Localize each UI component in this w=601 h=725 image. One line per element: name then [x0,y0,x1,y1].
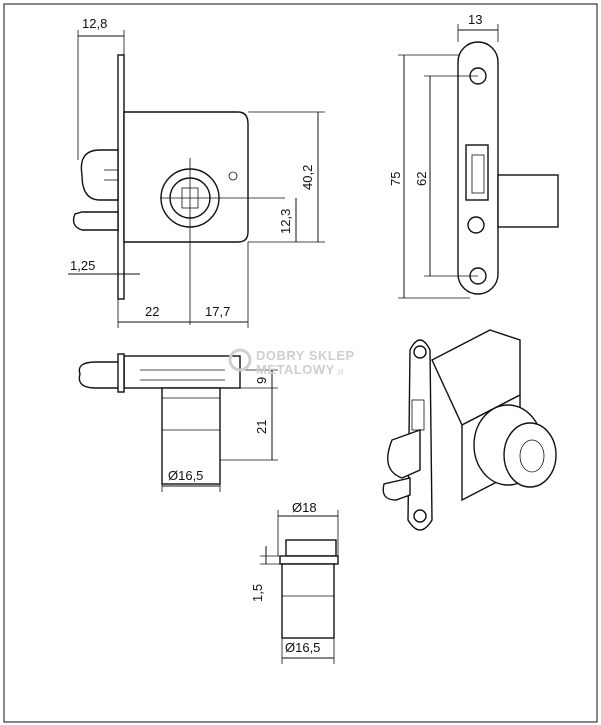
dim-plate-length: 75 [388,172,403,186]
dim-plate-width: 13 [468,12,482,27]
latch [465,144,489,201]
bolt [80,149,119,201]
dim-front-diameter: Ø18 [292,500,317,515]
dim-side-small: 9 [254,377,269,384]
watermark: DOBRY SKLEP METALOWY .pl [228,348,355,377]
dim-body-height: 40,2 [300,165,315,190]
side-cylinder [497,174,559,228]
detail-cylinder [281,563,335,639]
dim-cylinder-length: 21 [254,420,269,434]
dim-offset-left: 22 [145,304,159,319]
iso-body-top [431,329,521,426]
watermark-line1: DOBRY SKLEP [256,348,355,363]
dim-back-plate: 1,25 [70,258,95,273]
dim-offset-right: 17,7 [205,304,230,319]
watermark-line2: METALOWY [256,362,335,377]
small-screw [228,171,238,181]
top-body [123,355,241,389]
dim-top-width: 12,8 [82,16,107,31]
dim-center-height: 12,3 [278,209,293,234]
dim-bottom-diameter: Ø16,5 [285,640,320,655]
side-view: 13 75 62 [388,12,559,299]
watermark-gear-icon [228,348,252,372]
watermark-suffix: .pl [336,369,344,376]
detail-ring [285,539,337,557]
dim-hole-spacing: 62 [414,172,429,186]
bolt-tip [72,211,119,231]
isometric-view [382,329,557,531]
dim-front-ring: 1,5 [250,584,265,602]
front-plate [117,54,125,300]
dim-cylinder-diameter: Ø16,5 [168,468,203,483]
iso-bolt [387,429,421,479]
cylinder-detail: Ø18 1,5 Ø16,5 [250,500,339,664]
top-view: 9 21 Ø16,5 [78,353,278,492]
top-cylinder [161,387,221,485]
drawing-frame [3,3,598,723]
center-hole [467,216,485,234]
front-view: 12,8 1,25 22 17,7 40,2 12,3 [68,16,325,328]
